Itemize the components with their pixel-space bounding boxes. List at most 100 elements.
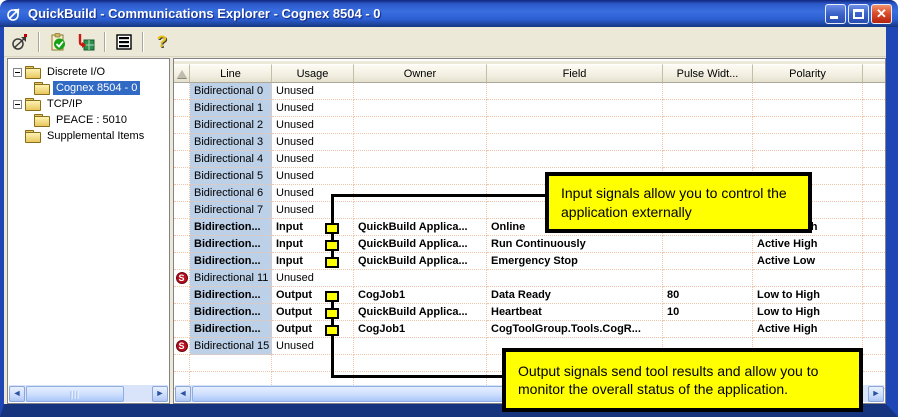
row-field-cell[interactable] bbox=[487, 270, 663, 287]
row-pulse-cell[interactable] bbox=[663, 151, 753, 168]
table-row[interactable]: Bidirectional 3 Unused bbox=[174, 134, 885, 151]
scroll-left-button[interactable]: ◄ bbox=[175, 385, 191, 402]
row-line-cell[interactable]: Bidirectional 5 bbox=[190, 168, 272, 185]
row-field-cell[interactable] bbox=[487, 134, 663, 151]
row-owner-cell[interactable]: CogJob1 bbox=[354, 321, 487, 338]
header-sort-column[interactable] bbox=[174, 64, 190, 83]
row-line-cell[interactable]: Bidirectional 0 bbox=[190, 83, 272, 100]
table-scrollbar-thumb[interactable] bbox=[192, 385, 847, 402]
row-usage-cell[interactable] bbox=[272, 355, 354, 372]
row-owner-cell[interactable]: QuickBuild Applica... bbox=[354, 236, 487, 253]
row-polarity-cell[interactable] bbox=[753, 270, 863, 287]
table-row[interactable]: Bidirection... Output CogJob1 Data Ready… bbox=[174, 287, 885, 304]
row-line-cell[interactable]: Bidirection... bbox=[190, 236, 272, 253]
collapse-icon[interactable] bbox=[13, 67, 22, 77]
scroll-right-button[interactable]: ► bbox=[152, 385, 168, 402]
row-pulse-cell[interactable] bbox=[663, 219, 753, 236]
table-row[interactable]: Bidirectional 7 Unused bbox=[174, 202, 885, 219]
row-polarity-cell[interactable] bbox=[753, 355, 863, 372]
row-line-cell[interactable]: Bidirection... bbox=[190, 304, 272, 321]
row-pulse-cell[interactable] bbox=[663, 134, 753, 151]
row-pulse-cell[interactable]: 80 bbox=[663, 287, 753, 304]
row-usage-cell[interactable]: Unused bbox=[272, 117, 354, 134]
row-pulse-cell[interactable] bbox=[663, 83, 753, 100]
table-row[interactable]: S Bidirectional 15 Unused bbox=[174, 338, 885, 355]
row-pulse-cell[interactable] bbox=[663, 100, 753, 117]
row-field-cell[interactable] bbox=[487, 100, 663, 117]
row-owner-cell[interactable] bbox=[354, 117, 487, 134]
row-line-cell[interactable]: Bidirection... bbox=[190, 287, 272, 304]
row-polarity-cell[interactable] bbox=[753, 134, 863, 151]
row-usage-cell[interactable]: Output bbox=[272, 304, 354, 321]
header-field[interactable]: Field bbox=[487, 64, 663, 83]
row-field-cell[interactable]: Data Ready bbox=[487, 287, 663, 304]
row-line-cell[interactable]: Bidirectional 7 bbox=[190, 202, 272, 219]
header-owner[interactable]: Owner bbox=[354, 64, 487, 83]
row-line-cell[interactable]: Bidirection... bbox=[190, 321, 272, 338]
header-usage[interactable]: Usage bbox=[272, 64, 354, 83]
table-row[interactable]: S Bidirectional 11 Unused bbox=[174, 270, 885, 287]
row-polarity-cell[interactable] bbox=[753, 338, 863, 355]
scroll-right-button[interactable]: ► bbox=[868, 385, 884, 402]
row-pulse-cell[interactable] bbox=[663, 185, 753, 202]
download-device-button[interactable] bbox=[74, 30, 98, 54]
table-row[interactable]: Bidirectional 4 Unused bbox=[174, 151, 885, 168]
row-owner-cell[interactable]: QuickBuild Applica... bbox=[354, 253, 487, 270]
row-polarity-cell[interactable] bbox=[753, 100, 863, 117]
row-polarity-cell[interactable] bbox=[753, 151, 863, 168]
row-usage-cell[interactable]: Output bbox=[272, 287, 354, 304]
table-row[interactable]: Bidirectional 2 Unused bbox=[174, 117, 885, 134]
log-list-button[interactable] bbox=[112, 30, 136, 54]
row-usage-cell[interactable]: Unused bbox=[272, 100, 354, 117]
row-field-cell[interactable]: Heartbeat bbox=[487, 304, 663, 321]
header-pulse-width[interactable]: Pulse Widt... bbox=[663, 64, 753, 83]
row-usage-cell[interactable]: Unused bbox=[272, 202, 354, 219]
row-line-cell[interactable] bbox=[190, 355, 272, 372]
row-owner-cell[interactable]: CogJob1 bbox=[354, 287, 487, 304]
row-polarity-cell[interactable]: Low to High bbox=[753, 304, 863, 321]
table-row[interactable]: Bidirectional 0 Unused bbox=[174, 83, 885, 100]
tree-scrollbar-thumb[interactable] bbox=[26, 385, 124, 402]
row-polarity-cell[interactable]: Active High bbox=[753, 236, 863, 253]
table-row[interactable]: Bidirectional 6 Unused bbox=[174, 185, 885, 202]
row-usage-cell[interactable]: Unused bbox=[272, 270, 354, 287]
row-owner-cell[interactable] bbox=[354, 134, 487, 151]
row-polarity-cell[interactable] bbox=[753, 117, 863, 134]
table-row[interactable] bbox=[174, 355, 885, 372]
table-row[interactable]: Bidirection... Output QuickBuild Applica… bbox=[174, 304, 885, 321]
row-pulse-cell[interactable] bbox=[663, 236, 753, 253]
row-usage-cell[interactable]: Input bbox=[272, 236, 354, 253]
row-usage-cell[interactable]: Input bbox=[272, 253, 354, 270]
row-line-cell[interactable]: Bidirectional 11 bbox=[190, 270, 272, 287]
tree-item-tcp-ip[interactable]: TCP/IP bbox=[8, 96, 169, 112]
collapse-icon[interactable] bbox=[13, 99, 22, 109]
table-row[interactable]: Bidirectional 5 Unused bbox=[174, 168, 885, 185]
header-line[interactable]: Line bbox=[190, 64, 272, 83]
row-field-cell[interactable] bbox=[487, 83, 663, 100]
tree-item-supplemental-items[interactable]: Supplemental Items bbox=[8, 128, 169, 144]
row-pulse-cell[interactable] bbox=[663, 355, 753, 372]
row-polarity-cell[interactable]: Low to High bbox=[753, 287, 863, 304]
row-usage-cell[interactable]: Output bbox=[272, 321, 354, 338]
row-pulse-cell[interactable] bbox=[663, 168, 753, 185]
tree-horizontal-scrollbar[interactable]: ◄ ► bbox=[9, 385, 168, 402]
row-line-cell[interactable]: Bidirectional 2 bbox=[190, 117, 272, 134]
row-pulse-cell[interactable] bbox=[663, 202, 753, 219]
row-field-cell[interactable] bbox=[487, 151, 663, 168]
row-line-cell[interactable]: Bidirectional 4 bbox=[190, 151, 272, 168]
row-polarity-cell[interactable] bbox=[753, 202, 863, 219]
row-line-cell[interactable]: Bidirectional 15 bbox=[190, 338, 272, 355]
row-usage-cell[interactable]: Unused bbox=[272, 168, 354, 185]
title-bar[interactable]: QuickBuild - Communications Explorer - C… bbox=[0, 0, 898, 27]
table-row[interactable]: Bidirectional 1 Unused bbox=[174, 100, 885, 117]
row-line-cell[interactable]: Bidirectional 6 bbox=[190, 185, 272, 202]
row-field-cell[interactable]: CogToolGroup.Tools.CogR... bbox=[487, 321, 663, 338]
row-field-cell[interactable]: Run Continuously bbox=[487, 236, 663, 253]
row-owner-cell[interactable] bbox=[354, 355, 487, 372]
row-owner-cell[interactable] bbox=[354, 151, 487, 168]
row-usage-cell[interactable]: Unused bbox=[272, 134, 354, 151]
row-owner-cell[interactable] bbox=[354, 202, 487, 219]
row-polarity-cell[interactable]: Active Low bbox=[753, 253, 863, 270]
row-usage-cell[interactable]: Unused bbox=[272, 151, 354, 168]
row-pulse-cell[interactable] bbox=[663, 117, 753, 134]
